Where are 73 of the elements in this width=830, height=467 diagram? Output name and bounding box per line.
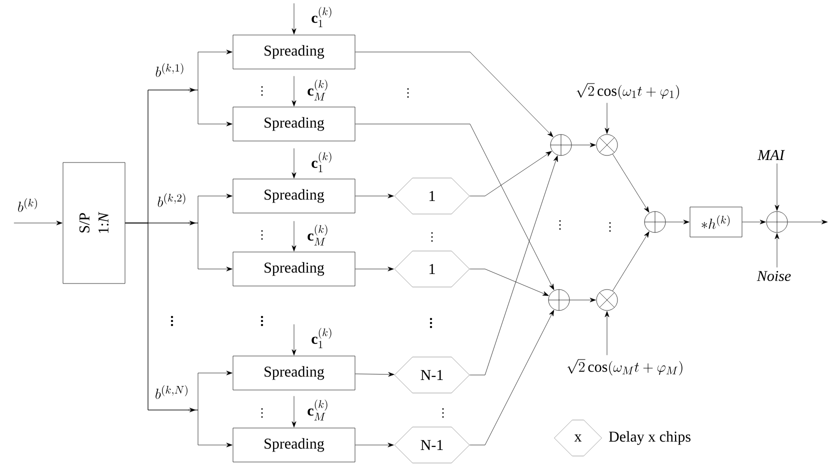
signal-label: $b^{(k,N)}$ (156, 385, 188, 399)
arrow (355, 442, 394, 448)
arrow (355, 194, 394, 198)
delay-hexagon: 1 (394, 178, 470, 214)
arrow (572, 142, 596, 148)
delay-hexagon: N-1 (394, 426, 470, 464)
arrow (612, 154, 650, 213)
arrow (292, 148, 296, 178)
multiplier-symbol (596, 134, 618, 156)
spreading-box: Spreading (232, 34, 356, 70)
spreading-box: Spreading (232, 252, 356, 286)
arrow (355, 124, 554, 290)
delay-hexagon: x (554, 420, 602, 456)
arrow (292, 76, 296, 106)
arrow (666, 220, 690, 224)
adder-symbol (548, 289, 570, 311)
spreading-box: Spreading (232, 356, 356, 390)
arrow (742, 220, 766, 224)
carrier-label: $\sqrt{2}\cos(\omega_M t+\varphi_M)$ (567, 359, 682, 376)
arrow (14, 220, 62, 226)
arrow (612, 231, 650, 292)
arrow (292, 396, 296, 428)
channel-box: ${*}h^{(k)}$ (690, 206, 742, 238)
adder-symbol (766, 211, 788, 233)
arrow (774, 233, 780, 268)
arrow (470, 310, 554, 446)
delay-hexagon: N-1 (394, 356, 470, 394)
ellipsis-dots: $\vdots$ (260, 316, 264, 326)
code-label: $\mathbf{c}_1^{(k)}$ (312, 328, 332, 348)
arrow (774, 163, 780, 211)
ellipsis-dots: $\vdots$ (170, 316, 174, 326)
arrow (470, 268, 549, 296)
arrow (570, 298, 596, 302)
arrow (355, 52, 554, 138)
arrow (292, 324, 296, 356)
spreading-box: Spreading (232, 106, 356, 142)
ellipsis-dots: $\vdots$ (431, 232, 433, 242)
ellipsis-dots: $\vdots$ (559, 220, 561, 230)
arrow (470, 156, 558, 376)
arrow (355, 372, 394, 377)
code-label: $\mathbf{c}_1^{(k)}$ (312, 6, 332, 28)
ellipsis-dots: $\vdots$ (407, 88, 409, 98)
delay-hexagon: 1 (394, 250, 470, 288)
signal-label: $b^{(k)}$ (18, 198, 37, 212)
code-label: $\mathbf{c}_M^{(k)}$ (308, 80, 328, 100)
arrow (604, 311, 610, 356)
code-label: $\mathbf{c}_1^{(k)}$ (312, 152, 332, 172)
arrow (292, 220, 296, 252)
arrow (470, 151, 552, 196)
signal-label: $b^{(k,1)}$ (156, 63, 184, 77)
arrow (604, 102, 610, 134)
spreading-box: Spreading (232, 178, 356, 214)
carrier-label: $\sqrt{2}\cos(\omega_1 t+\varphi_1)$ (576, 83, 679, 100)
ellipsis-dots: $\vdots$ (261, 230, 263, 240)
code-label: $\mathbf{c}_M^{(k)}$ (308, 224, 328, 246)
delay-caption: Delay x chips (608, 431, 690, 445)
code-label: $\mathbf{c}_M^{(k)}$ (308, 400, 328, 420)
arrow (788, 220, 828, 224)
noise-label: Noise (756, 270, 791, 282)
arrow (125, 222, 232, 448)
multiplier-symbol (596, 289, 618, 311)
ellipsis-dots: $\vdots$ (261, 86, 263, 96)
ellipsis-dots: $\vdots$ (442, 408, 444, 418)
ellipsis-dots: $\vdots$ (261, 408, 263, 418)
adder-symbol (644, 211, 666, 233)
spreading-box: Spreading (232, 428, 356, 462)
interference-label: MAI (758, 150, 785, 160)
adder-symbol (550, 134, 572, 156)
ellipsis-dots: $\vdots$ (430, 318, 432, 328)
ellipsis-dots: $\vdots$ (609, 222, 611, 232)
arrow (292, 3, 296, 34)
signal-label: $b^{(k,2)}$ (158, 193, 186, 207)
arrow (355, 266, 394, 272)
